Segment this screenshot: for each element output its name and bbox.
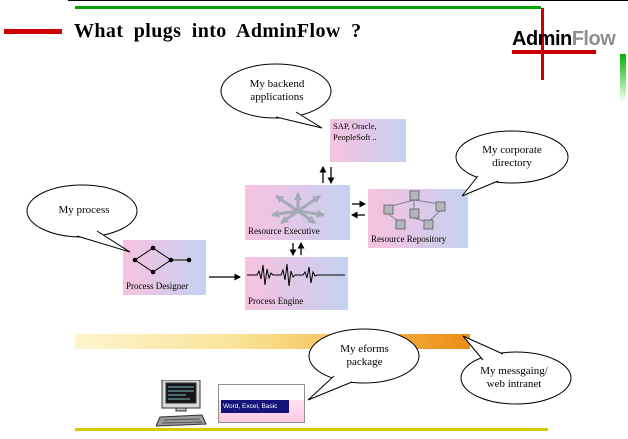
box-resource-repository: Resource Repository [368,189,468,248]
radiating-arrows-icon [271,192,325,225]
callout-line: My corporate [482,144,542,156]
callout-text: My backend applications [218,78,336,104]
callout-line: applications [250,90,304,103]
box-process-designer: Process Designer [123,240,206,295]
logo-red-underline [512,50,596,54]
network-nodes-icon [383,190,446,230]
process-engine-label: Process Engine [248,296,304,306]
process-designer-label: Process Designer [126,281,189,291]
speech-bubble [455,130,569,197]
bottom-yellow-line [75,428,548,431]
waveform-icon [247,263,345,287]
box-sap-oracle-peoplesoft: SAP, Oracle, PeopleSoft .. [330,119,406,162]
callout-backend-applications: My backend applications [218,62,336,137]
callout-eforms-package: My eforms package [306,326,423,406]
callout-text: My process [25,204,143,217]
speech-bubble [220,63,332,129]
sap-box-line2: PeopleSoft .. [333,132,377,143]
speech-bubble [307,328,420,401]
slide-title: What plugs into AdminFlow ? [74,20,362,42]
adminflow-logo: AdminFlow [512,28,616,51]
callout-my-process: My process [25,184,143,256]
callout-corporate-directory: My corporate directory [452,130,572,202]
title-accent-bar [4,29,62,34]
callout-line: web intranet [486,377,542,390]
box-resource-executive: Resource Executive [245,185,350,240]
office-apps-box: Word, Excel, Basic [218,384,305,423]
callout-line: directory [492,156,532,169]
callout-line: My eforms [340,343,389,355]
callout-text: My corporate directory [452,144,572,170]
desktop-computer-icon [156,380,207,427]
top-edge-line [68,0,628,1]
callout-line: My backend [249,78,305,90]
flowchart-icon [132,245,192,275]
resource-executive-label: Resource Executive [248,226,320,236]
resource-repository-label: Resource Repository [371,234,447,244]
callout-messaging-intranet: My messgaing/ web intranet [455,330,573,410]
logo-text-admin: Admin [512,28,572,50]
callout-line: package [346,355,383,368]
callout-text: My eforms package [306,343,423,369]
logo-green-bar [620,54,626,100]
office-apps-label: Word, Excel, Basic [221,400,289,413]
logo-red-vline [541,8,544,80]
sap-box-line1: SAP, Oracle, [333,121,377,131]
callout-text: My messgaing/ web intranet [455,365,573,391]
top-green-divider [75,6,541,9]
box-process-engine: Process Engine [245,257,348,310]
sap-box-label: SAP, Oracle, PeopleSoft .. [333,121,377,143]
logo-text-flow: Flow [571,28,616,50]
callout-line: My process [58,204,110,216]
speech-bubble [460,335,572,405]
callout-line: My messgaing/ [480,365,548,377]
speech-bubble [26,184,138,253]
